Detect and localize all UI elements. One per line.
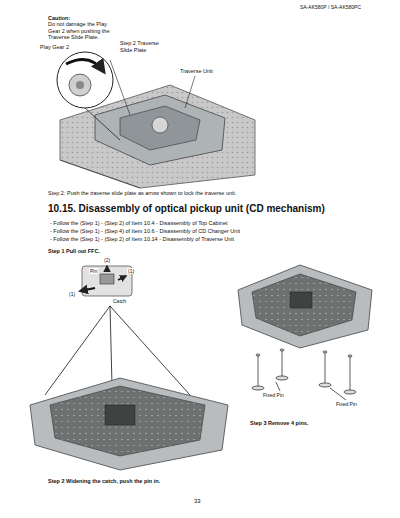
section-heading: 10.15. Disassembly of optical pickup uni… (48, 203, 388, 215)
callout-number: (1) (127, 268, 135, 274)
step-label: Step 2 Traverse Slide Plate (120, 40, 168, 53)
caution-note: Do not damage the Play Gear 2 when pushi… (48, 21, 118, 41)
zoom-detail (57, 52, 120, 140)
instruction-line: - Follow the (Step 1) - (Step 2) of Item… (50, 220, 228, 227)
cd-mechanism-right (238, 265, 372, 348)
part-name: Play Gear 2 (40, 44, 69, 51)
pins (252, 349, 356, 400)
traverse-unit-figure (60, 60, 255, 188)
step-label: Step 3 Remove 4 pins. (250, 420, 308, 427)
part-name: Catch (112, 298, 127, 304)
part-name: Traverse Unit (180, 68, 213, 75)
step-note: Step 2: Push the traverse slide plate as… (48, 190, 236, 197)
page-number: 33 (194, 498, 201, 505)
callout-number: (1) (68, 291, 76, 297)
part-name: Fixed Pin (335, 401, 358, 407)
pin-catch-detail (45, 266, 190, 395)
page-header: SA-AK580P / SA-AK580PC (300, 4, 361, 10)
step-label: Step 2 Widening the catch, push the pin … (48, 478, 160, 485)
instruction-line: - Follow the (Step 1) - (Step 4) of Item… (50, 228, 240, 235)
caution-heading: Caution: (48, 15, 70, 22)
cd-mechanism-bottom-left (30, 378, 228, 470)
part-name: Pin (89, 268, 98, 274)
part-name: Fixed Pin (262, 392, 285, 398)
instruction-line: - Follow the (Step 1) - (Step 2) of Item… (50, 236, 234, 243)
callout-number: (2) (103, 257, 111, 263)
step-label: Step 1 Pull out FFC. (48, 248, 100, 255)
